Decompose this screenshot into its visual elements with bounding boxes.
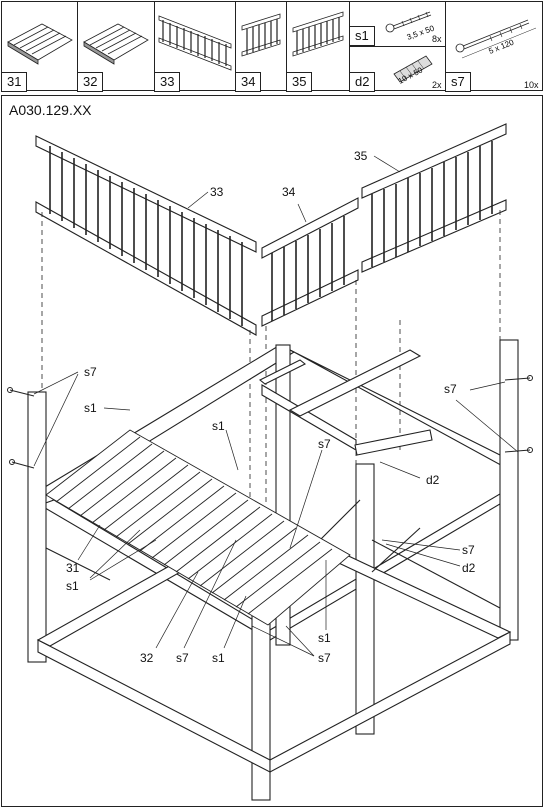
callout-s7: s7 <box>462 543 475 557</box>
callout-31: 31 <box>66 561 80 575</box>
part-34-cell: 34 <box>235 2 287 92</box>
part-35-cell: 35 <box>286 2 350 92</box>
hardware-qty: 2x <box>432 80 442 90</box>
callout-s7: s7 <box>84 365 97 379</box>
parts-table: 31 32 <box>1 1 543 92</box>
callout-s7: s7 <box>318 437 331 451</box>
part-number: 33 <box>154 72 181 92</box>
callout-s1: s1 <box>66 579 79 593</box>
dowel-plug-icon: 10 x 50 <box>393 55 433 86</box>
callout-34: 34 <box>282 185 296 199</box>
hardware-s7-cell: 5 x 120 s7 10x <box>445 2 543 92</box>
decking-panel-icon <box>7 23 73 65</box>
part-31-cell: 31 <box>1 2 78 92</box>
hardware-code: s1 <box>349 26 375 46</box>
callout-35: 35 <box>354 149 368 163</box>
callout-d2: d2 <box>462 561 476 575</box>
decking-panel-icon <box>83 23 149 65</box>
callout-s7: s7 <box>444 382 457 396</box>
callout-s7: s7 <box>176 651 189 665</box>
part-number: 32 <box>77 72 104 92</box>
callout-s1: s1 <box>84 401 97 415</box>
long-railing-icon <box>158 15 232 71</box>
hardware-code: s7 <box>445 72 471 92</box>
callout-s1: s1 <box>318 631 331 645</box>
s7-screws <box>7 375 533 469</box>
callout-s7: s7 <box>318 651 331 665</box>
inner-frame <box>258 349 433 456</box>
hardware-qty: 8x <box>432 34 442 44</box>
part-32-cell: 32 <box>77 2 155 92</box>
assembly-frame <box>1 95 543 807</box>
short-railing-icon <box>241 13 281 57</box>
part-number: 34 <box>235 72 262 92</box>
model-code: A030.129.XX <box>9 102 92 118</box>
medium-railing-icon <box>292 11 344 57</box>
callout-33: 33 <box>210 185 224 199</box>
decking <box>45 429 351 626</box>
hardware-s1-d2-cell: s1 3,5 x 50 8x d2 10 x 50 2x <box>349 2 446 92</box>
hardware-qty: 10x <box>524 80 539 90</box>
callout-32: 32 <box>140 651 154 665</box>
callout-s1: s1 <box>212 651 225 665</box>
wood-screw-icon: 3,5 x 50 <box>385 11 436 42</box>
callout-d2: d2 <box>426 473 440 487</box>
part-number: 31 <box>1 72 28 92</box>
part-number: 35 <box>286 72 313 92</box>
long-screw-icon: 5 x 120 <box>455 19 537 59</box>
part-33-cell: 33 <box>154 2 236 92</box>
railing-35 <box>361 123 507 273</box>
hardware-code: d2 <box>349 72 376 92</box>
railing-34 <box>261 197 359 327</box>
callout-s1: s1 <box>212 419 225 433</box>
railing-33 <box>35 135 257 336</box>
